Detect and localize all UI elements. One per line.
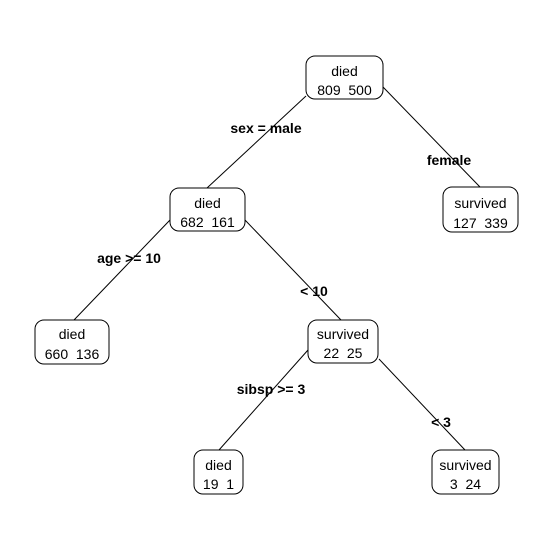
node-sib-lo: survived 3 24 [431,449,500,495]
node-sib-lo-class: survived [439,457,491,473]
edge-root-male [206,95,307,189]
node-male: died 682 161 [169,187,246,232]
node-sib-hi: died 19 1 [193,449,244,495]
split-label-age-ge-10: age >= 10 [97,250,161,266]
node-female: survived 127 339 [442,186,519,233]
node-sib-lo-counts: 3 24 [450,476,481,492]
node-root-class: died [331,63,357,79]
edge-male-agehi [73,219,171,321]
split-labels: sex = male female age >= 10 < 10 sibsp >… [97,120,471,430]
node-root-counts: 809 500 [317,82,372,98]
edge-root-female [382,86,481,188]
node-sib-hi-counts: 19 1 [203,476,234,492]
split-label-sibsp-ge-3: sibsp >= 3 [237,381,306,397]
node-age-hi-class: died [59,326,85,342]
edges [73,86,481,451]
node-male-class: died [194,195,220,211]
node-female-class: survived [454,195,506,211]
edge-agelo-siblo [378,358,466,451]
node-female-counts: 127 339 [453,215,508,231]
edge-agelo-sibhi [218,349,309,451]
node-root: died 809 500 [305,55,384,100]
node-age-hi: died 660 136 [34,319,110,365]
split-label-sibsp-lt-3: < 3 [431,414,451,430]
node-age-lo-counts: 22 25 [324,345,363,361]
node-sib-hi-class: died [205,457,231,473]
node-age-hi-counts: 660 136 [45,346,100,362]
split-label-age-lt-10: < 10 [300,283,328,299]
node-male-counts: 682 161 [180,214,235,230]
edge-male-agelo [244,219,342,321]
split-label-female: female [427,152,472,168]
node-age-lo-class: survived [317,326,369,342]
split-label-sex-male: sex = male [230,120,301,136]
node-age-lo: survived 22 25 [307,319,379,364]
